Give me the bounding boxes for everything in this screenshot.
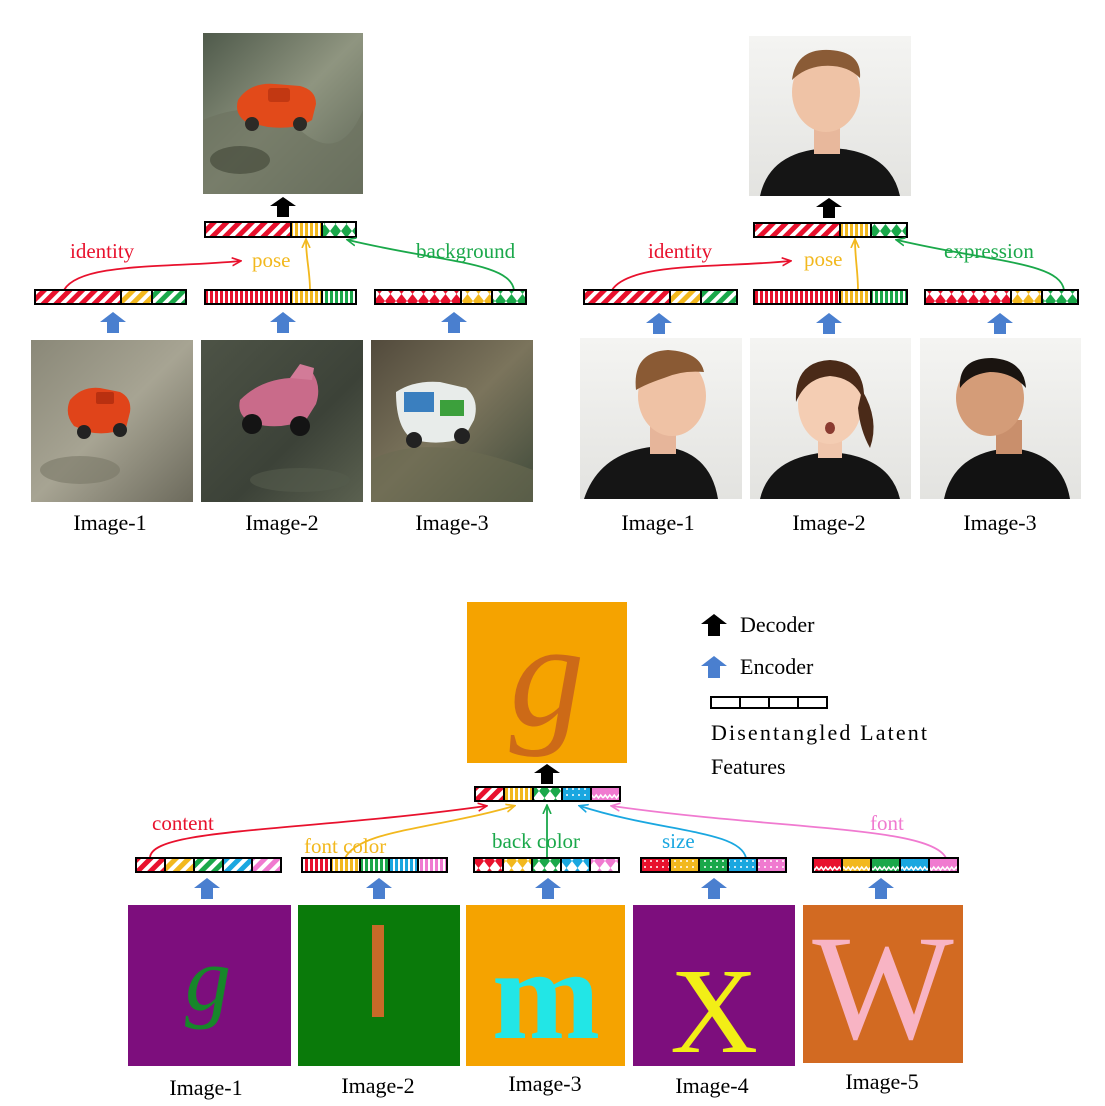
fonts-label-size: size [662,829,695,853]
encoder-arrow-icon [646,313,672,334]
legend-encoder-label: Encoder [740,654,814,679]
cars-identity-arrow [63,261,240,291]
decoder-arrow-icon [816,198,842,218]
encoder-arrow-icon [701,656,727,678]
cars-panel: identity pose background [31,33,533,535]
cars-label-pose: pose [252,248,291,272]
fonts-font-arrow [612,806,947,859]
fonts-input-image-1: g [128,905,291,1066]
cars-image-label-1: Image-1 [73,510,146,535]
legend-latent-label-line1: Disentangled Latent [711,720,927,745]
encoder-arrow-icon [441,312,467,333]
fonts-output-latent-bar [474,786,621,802]
encoder-arrow-icon [816,313,842,334]
fonts-image-label-2: Image-2 [341,1073,414,1098]
faces-identity-arrow [611,261,790,291]
cars-label-background: background [416,239,516,263]
decoder-arrow-icon [270,197,296,217]
faces-latent-bar-2 [753,289,908,305]
fonts-image-label-3: Image-3 [508,1071,581,1096]
fonts-input-image-5: W [803,905,963,1071]
faces-pose-arrow [855,240,858,291]
fonts-image-label-1: Image-1 [169,1075,242,1100]
decoder-arrow-icon [534,764,560,784]
faces-image-label-3: Image-3 [963,510,1036,535]
fonts-latent-bar-5 [812,857,959,873]
encoder-arrow-icon [270,312,296,333]
legend: Decoder Encoder Disentangled Latent Feat… [701,612,927,779]
fonts-image-label-4: Image-4 [675,1073,748,1098]
fonts-letter-1: g [185,928,231,1030]
fonts-latent-bar-2 [301,857,448,873]
cars-pose-arrow [306,240,311,291]
fonts-letter-2-shape [372,925,384,1017]
cars-input-image-3 [371,340,533,502]
cars-latent-bar-1 [34,289,187,305]
cars-latent-bar-3 [374,289,527,305]
cars-output-image [203,33,363,194]
encoder-arrow-icon [194,878,220,899]
fonts-latent-bar-1 [135,857,282,873]
decoder-arrow-icon [701,614,727,636]
cars-input-image-1 [31,340,193,502]
legend-decoder-label: Decoder [740,612,815,637]
fonts-output-image: g [467,592,627,763]
encoder-arrow-icon [868,878,894,899]
cars-latent-bar-2 [204,289,357,305]
fonts-letter-3: m [492,923,600,1067]
encoder-arrow-icon [987,313,1013,334]
cars-input-image-2 [201,340,363,502]
cars-image-label-2: Image-2 [245,510,318,535]
faces-image-label-1: Image-1 [621,510,694,535]
faces-expression-arrow [897,240,1065,291]
faces-label-expression: expression [944,239,1034,263]
faces-image-label-2: Image-2 [792,510,865,535]
fonts-input-image-2 [298,905,460,1066]
fonts-letter-4: X [670,944,758,1079]
fonts-image-label-5: Image-5 [845,1069,918,1094]
faces-input-image-3 [920,338,1081,499]
fonts-size-arrow [580,806,747,859]
faces-latent-bar-3 [924,289,1079,305]
fonts-latent-bar-4 [640,857,787,873]
encoder-arrow-icon [100,312,126,333]
fonts-panel: g content font color back color size fon… [128,592,963,1100]
faces-label-identity: identity [648,239,713,263]
cars-label-identity: identity [70,239,135,263]
fonts-label-font: font [870,811,904,835]
fonts-content-arrow [149,806,486,859]
fonts-letter-5: W [812,905,954,1071]
legend-latent-label-line2: Features [711,754,786,779]
legend-latent-bar [710,696,828,709]
fonts-latent-bar-3 [473,857,620,873]
fonts-label-content: content [152,811,214,835]
cars-image-label-3: Image-3 [415,510,488,535]
fonts-output-letter: g [510,592,585,758]
faces-label-pose: pose [804,247,843,271]
fonts-input-image-4: X [633,905,795,1079]
faces-input-image-1 [580,338,742,499]
faces-output-latent-bar [753,222,908,238]
encoder-arrow-icon [366,878,392,899]
encoder-arrow-icon [535,878,561,899]
fonts-label-font-color: font color [304,834,386,858]
cars-output-latent-bar [204,221,357,238]
faces-panel: identity pose expression [580,36,1081,535]
fonts-font-color-arrow [344,806,514,859]
fonts-label-back-color: back color [492,829,580,853]
cars-background-arrow [348,240,515,291]
faces-output-image [749,36,911,196]
encoder-arrow-icon [701,878,727,899]
faces-input-image-2 [750,338,911,499]
faces-latent-bar-1 [583,289,738,305]
fonts-input-image-3: m [466,905,625,1067]
